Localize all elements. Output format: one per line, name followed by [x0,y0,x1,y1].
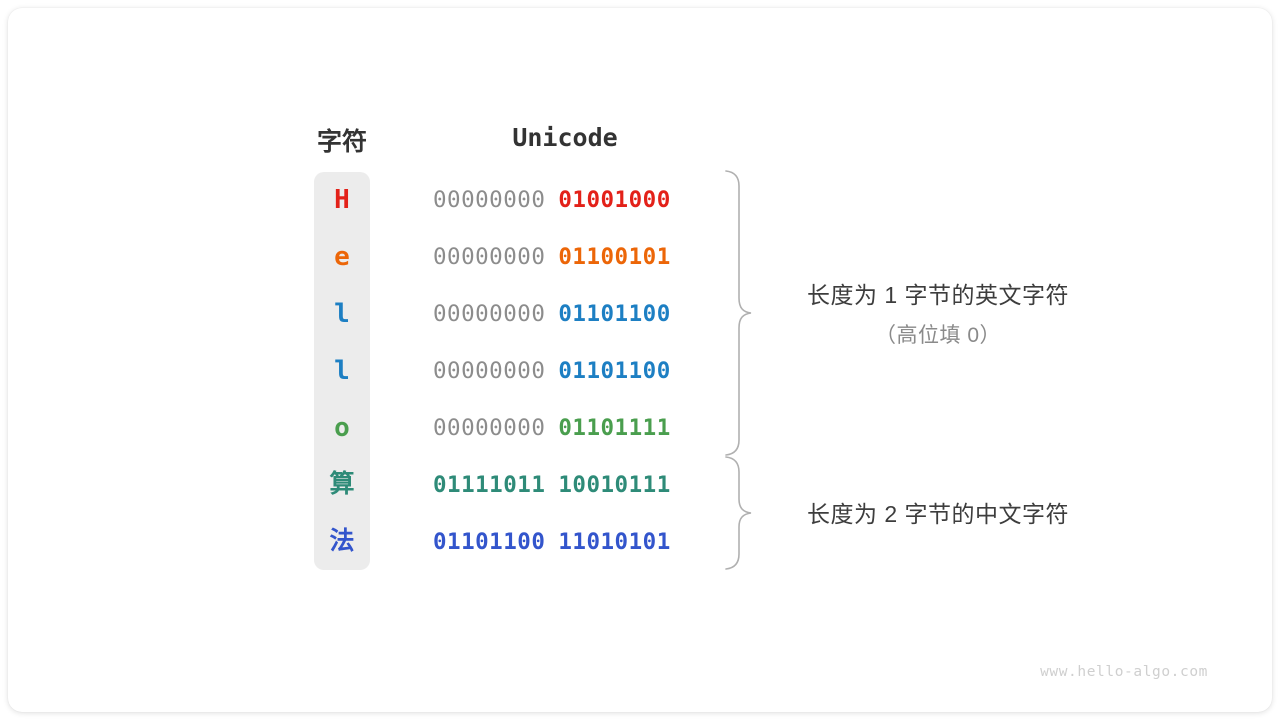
binary-row: 00000000 01001000 [433,172,697,229]
character-cell: H [334,185,350,216]
binary-low-byte: 01001000 [558,187,671,214]
binary-low-byte: 01100101 [558,244,671,271]
watermark-url: www.hello-algo.com [1040,664,1208,680]
character-cell: o [334,412,350,443]
character-cell: l [334,355,350,386]
binary-low-byte: 11010101 [558,528,671,555]
binary-high-byte: 00000000 [433,187,546,214]
binary-low-byte: 10010111 [558,471,671,498]
annotation-one-byte-sub: （高位填 0） [874,324,1001,347]
binary-low-byte: 01101100 [558,301,671,328]
annotation-one-byte: 长度为 1 字节的英文字符 （高位填 0） [776,276,1100,349]
annotation-two-byte: 长度为 2 字节的中文字符 [776,495,1100,529]
character-cell: l [334,299,350,330]
binary-low-byte: 01101100 [558,357,671,384]
binary-row: 01101100 11010101 [433,513,697,570]
binary-high-byte: 01111011 [433,471,546,498]
character-cell: 算 [329,470,355,499]
binary-row: 00000000 01101100 [433,286,697,343]
binary-low-byte: 01101111 [558,414,671,441]
binary-high-byte: 00000000 [433,244,546,271]
binary-row: 00000000 01101100 [433,343,697,400]
binary-high-byte: 00000000 [433,414,546,441]
character-cell: e [334,242,350,273]
character-cell: 法 [329,527,355,556]
column-header-character: 字符 [316,128,367,156]
column-header-unicode: Unicode [512,123,618,152]
annotation-two-byte-main: 长度为 2 字节的中文字符 [806,501,1070,527]
brace-two-byte [725,456,752,570]
binary-row: 00000000 01101111 [433,399,697,456]
binary-high-byte: 00000000 [433,357,546,384]
annotation-one-byte-main: 长度为 1 字节的英文字符 [806,282,1070,308]
binary-row: 01111011 10010111 [433,456,697,513]
binary-row: 00000000 01100101 [433,229,697,286]
brace-one-byte [725,170,752,456]
binary-high-byte: 00000000 [433,301,546,328]
binary-high-byte: 01101100 [433,528,546,555]
